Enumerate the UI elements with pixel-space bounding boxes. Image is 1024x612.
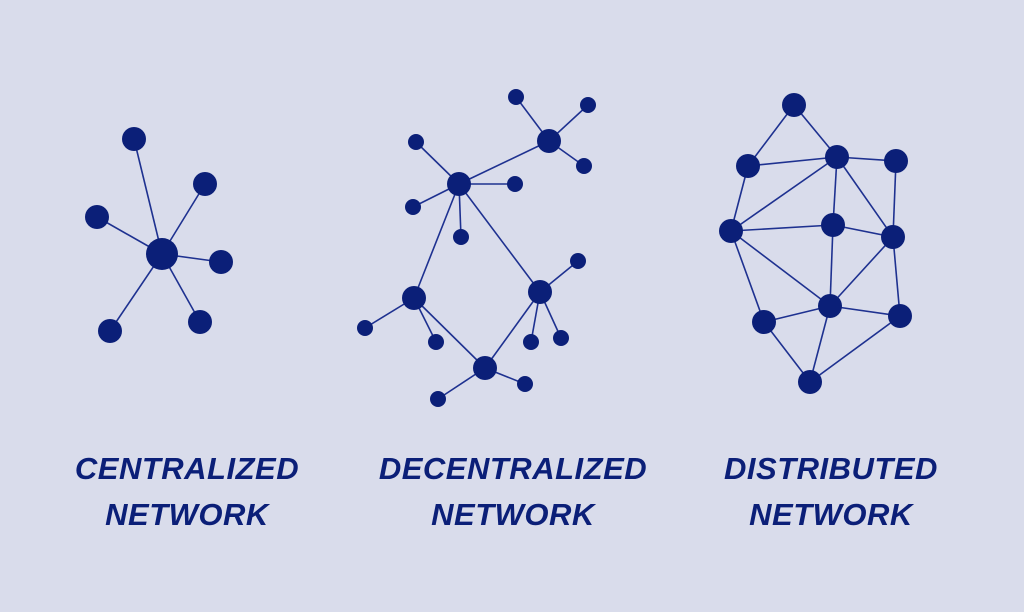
distributed-node [782, 93, 806, 117]
distributed-node [884, 149, 908, 173]
centralized-node [98, 319, 122, 343]
distributed-edge [747, 104, 795, 167]
distributed-node [818, 294, 842, 318]
distributed-edge [747, 156, 838, 167]
centralized-network-graph [85, 127, 233, 343]
centralized-node [209, 250, 233, 274]
distributed-node [719, 219, 743, 243]
decentralized-node [576, 158, 592, 174]
distributed-caption: DISTRIBUTED NETWORK [671, 446, 991, 538]
decentralized-caption-line1: DECENTRALIZED [378, 451, 648, 486]
decentralized-node [507, 176, 523, 192]
distributed-network-graph [719, 93, 912, 394]
distributed-node [825, 145, 849, 169]
distributed-node [736, 154, 760, 178]
centralized-caption: CENTRALIZED NETWORK [27, 446, 347, 538]
distributed-edge [730, 224, 834, 232]
centralized-node [146, 238, 178, 270]
decentralized-node [553, 330, 569, 346]
centralized-node [85, 205, 109, 229]
decentralized-node [537, 129, 561, 153]
distributed-edge [763, 321, 811, 383]
decentralized-node [523, 334, 539, 350]
decentralized-node [408, 134, 424, 150]
decentralized-network-graph [357, 89, 596, 407]
distributed-edge [730, 230, 831, 307]
decentralized-node [528, 280, 552, 304]
decentralized-edge [458, 183, 541, 293]
decentralized-edge [413, 297, 486, 369]
distributed-node [881, 225, 905, 249]
distributed-node [888, 304, 912, 328]
distributed-node [752, 310, 776, 334]
centralized-node [188, 310, 212, 334]
distributed-edge [809, 315, 901, 383]
decentralized-caption-line2: NETWORK [431, 497, 595, 532]
decentralized-edge [413, 183, 460, 299]
distributed-edge [730, 230, 765, 323]
distributed-node [821, 213, 845, 237]
decentralized-edge [458, 140, 550, 185]
decentralized-node [405, 199, 421, 215]
decentralized-node [430, 391, 446, 407]
centralized-caption-line2: NETWORK [105, 497, 269, 532]
decentralized-node [357, 320, 373, 336]
distributed-edge [730, 156, 838, 232]
distributed-caption-line1: DISTRIBUTED [724, 451, 938, 486]
decentralized-edge [484, 291, 541, 369]
decentralized-node [508, 89, 524, 105]
centralized-node [122, 127, 146, 151]
centralized-node [193, 172, 217, 196]
decentralized-node [428, 334, 444, 350]
distributed-edge [892, 160, 897, 238]
distributed-edge [829, 236, 894, 307]
decentralized-caption: DECENTRALIZED NETWORK [353, 446, 673, 538]
centralized-caption-line1: CENTRALIZED [74, 451, 300, 486]
decentralized-node [473, 356, 497, 380]
decentralized-node [517, 376, 533, 392]
decentralized-node [570, 253, 586, 269]
distributed-edge [836, 156, 894, 238]
distributed-edge [829, 224, 834, 307]
distributed-edge [809, 305, 831, 383]
decentralized-node [447, 172, 471, 196]
decentralized-node [402, 286, 426, 310]
distributed-edge [892, 236, 901, 317]
distributed-node [798, 370, 822, 394]
distributed-caption-line2: NETWORK [749, 497, 913, 532]
centralized-edge [133, 138, 163, 255]
decentralized-node [453, 229, 469, 245]
decentralized-node [580, 97, 596, 113]
